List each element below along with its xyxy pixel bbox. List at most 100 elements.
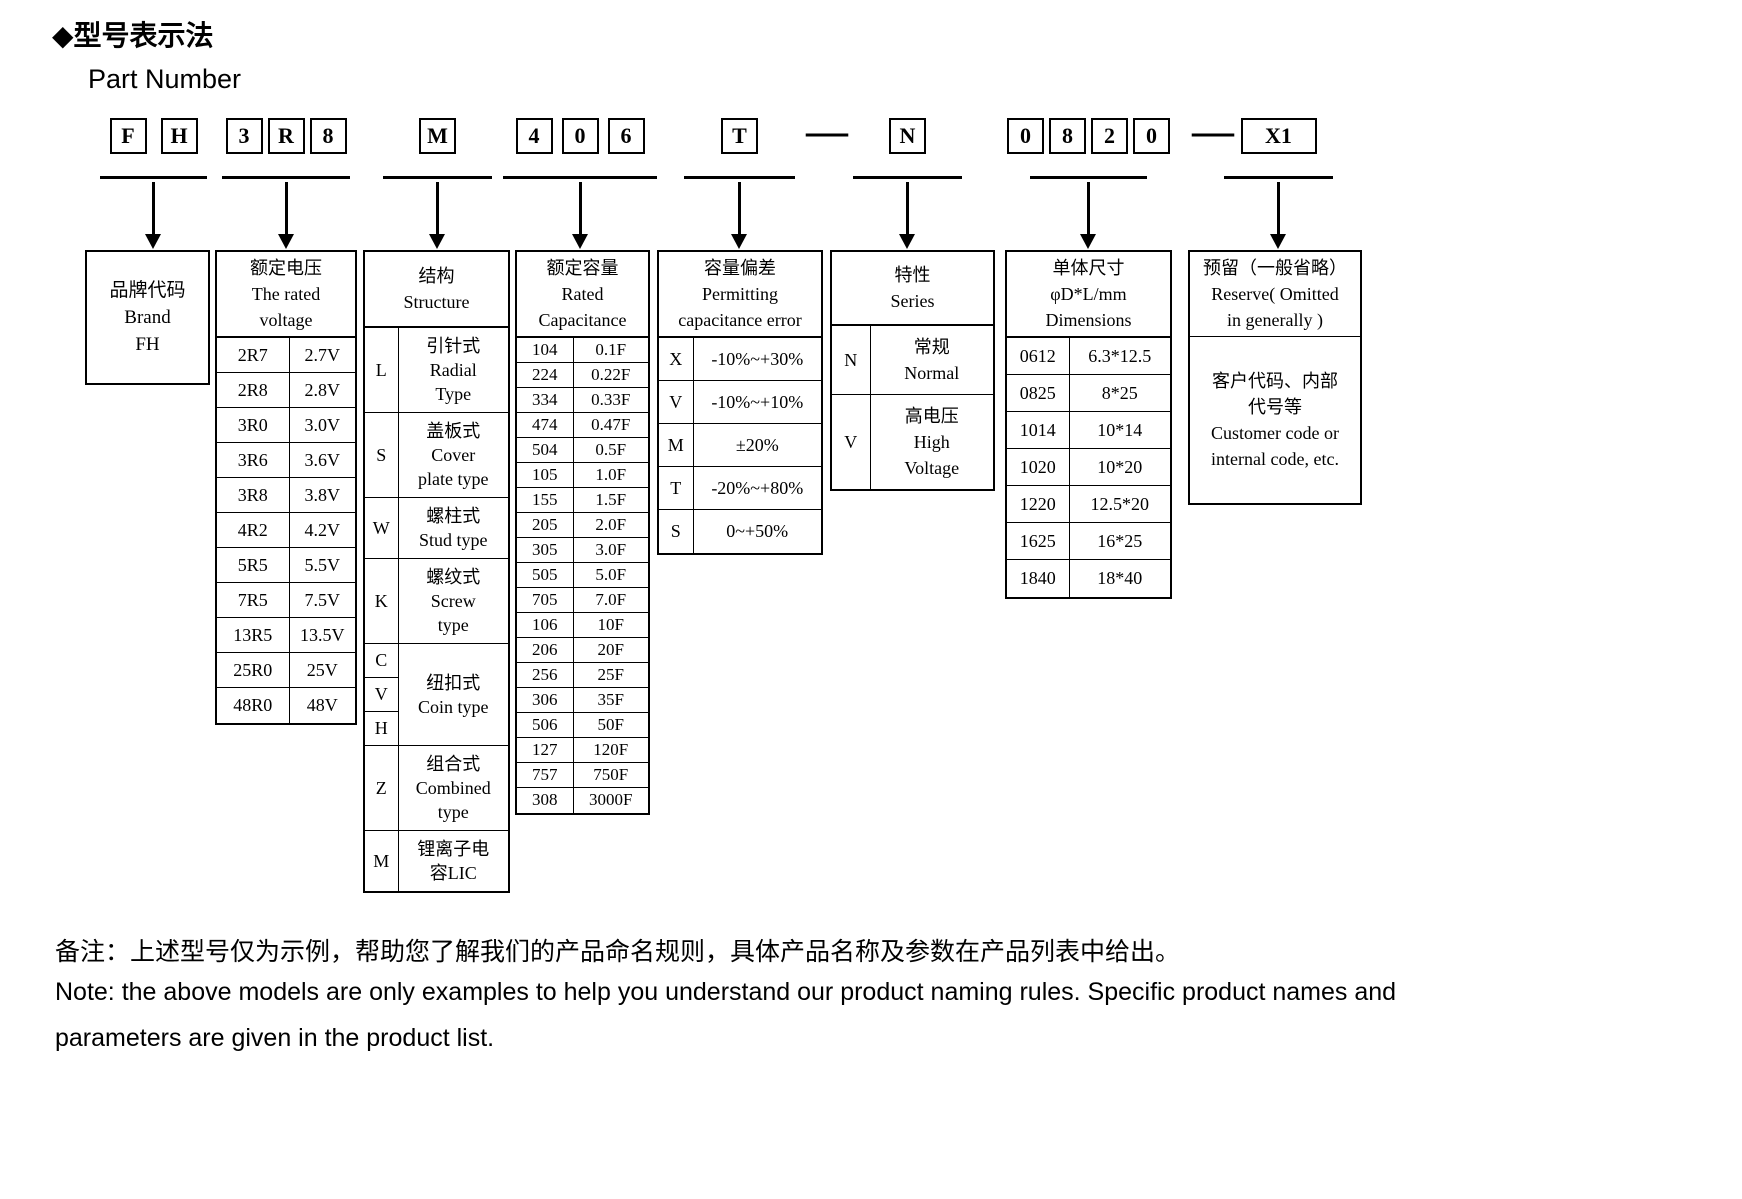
table-cell: 750F bbox=[572, 762, 648, 788]
table-cell: 13R5 bbox=[217, 617, 290, 653]
table-cell: 0~+50% bbox=[692, 509, 821, 553]
text-line: Cover bbox=[431, 445, 476, 465]
note-en-line1: Note: the above models are only examples… bbox=[55, 978, 1397, 1006]
text-line: Combined bbox=[415, 778, 491, 798]
table-cell: 50F bbox=[572, 712, 648, 738]
table-cell: 35F bbox=[572, 687, 648, 713]
code-cell: V bbox=[832, 394, 871, 489]
arrow-shaft bbox=[578, 182, 582, 234]
table-cell: 474 bbox=[517, 412, 574, 438]
part-number-char-box: 3 bbox=[225, 118, 263, 154]
table-cell: 7R5 bbox=[217, 582, 290, 618]
table-cell: S bbox=[659, 509, 694, 553]
table-cell: 2R8 bbox=[217, 372, 290, 408]
code-cell: N bbox=[832, 325, 871, 395]
arrow-head bbox=[145, 234, 161, 249]
table-cell: 1840 bbox=[1007, 559, 1070, 597]
code-cell: Z bbox=[365, 745, 399, 831]
code-cell: S bbox=[365, 412, 399, 498]
table-row: Z 组合式 Combined type bbox=[365, 745, 508, 831]
table-cell: 0.33F bbox=[572, 387, 648, 413]
text-line: Brand bbox=[124, 307, 171, 328]
text-line: 结构 bbox=[418, 266, 455, 286]
text-line: 组合式 bbox=[426, 754, 481, 774]
part-number-char-box: 4 bbox=[515, 118, 553, 154]
table-cell: 106 bbox=[517, 612, 574, 638]
table-cell: 2.0F bbox=[572, 512, 648, 538]
text-line: 额定容量 bbox=[546, 258, 619, 278]
table-cell: 4R2 bbox=[217, 512, 290, 548]
text-line: The rated bbox=[251, 284, 321, 304]
arrow-shaft bbox=[1086, 182, 1090, 234]
text-line: internal code, etc. bbox=[1211, 449, 1339, 469]
text-line: Structure bbox=[403, 292, 470, 312]
table-cell: 48V bbox=[288, 687, 355, 723]
table-row: V-10%~+10% bbox=[659, 380, 821, 424]
table-cell: 0.22F bbox=[572, 362, 648, 388]
table-cell: 1.0F bbox=[572, 462, 648, 488]
table-cell: 20F bbox=[572, 637, 648, 663]
table-cell: 2.7V bbox=[288, 337, 355, 373]
part-number-group-error: T bbox=[684, 118, 795, 154]
table-cell: 16*25 bbox=[1068, 522, 1170, 560]
table-cell: 1020 bbox=[1007, 448, 1070, 486]
table-cell: 25R0 bbox=[217, 652, 290, 688]
table-cell: 7.5V bbox=[288, 582, 355, 618]
table-cell: 757 bbox=[517, 762, 574, 788]
table-cell: 0612 bbox=[1007, 337, 1070, 375]
description-cell: 螺柱式 Stud type bbox=[397, 497, 508, 559]
underline-dimensions bbox=[1030, 176, 1147, 179]
arrow-head bbox=[731, 234, 747, 249]
text-line: 品牌代码 bbox=[109, 280, 186, 301]
text-line: 螺柱式 bbox=[426, 506, 481, 526]
table-cell: 504 bbox=[517, 437, 574, 463]
text-line: 常规 bbox=[913, 337, 950, 357]
table-cell: 3.8V bbox=[288, 477, 355, 513]
arrow-shaft bbox=[1276, 182, 1280, 234]
table-cell: 1220 bbox=[1007, 485, 1070, 523]
table-cell: 3R6 bbox=[217, 442, 290, 478]
text-line: Permitting bbox=[702, 284, 778, 304]
text-line: 客户代码、内部 bbox=[1212, 371, 1338, 391]
table-row: M±20% bbox=[659, 423, 821, 467]
table-cell: 256 bbox=[517, 662, 574, 688]
code-cell: K bbox=[365, 558, 399, 644]
arrow-head bbox=[572, 234, 588, 249]
separator-dash: — bbox=[806, 109, 848, 155]
underline-brand bbox=[100, 176, 207, 179]
text-line: type bbox=[437, 802, 469, 822]
part-number-char-box: X1 bbox=[1240, 118, 1317, 154]
text-line: Stud type bbox=[418, 530, 488, 550]
part-number-char-box: 0 bbox=[1133, 118, 1170, 154]
part-number-group-reserve: X1 bbox=[1224, 118, 1333, 154]
text-line: Coin type bbox=[418, 696, 489, 717]
arrow-head bbox=[278, 234, 294, 249]
part-number-char-box: 8 bbox=[1049, 118, 1086, 154]
note-en-line2: parameters are given in the product list… bbox=[55, 1024, 495, 1052]
